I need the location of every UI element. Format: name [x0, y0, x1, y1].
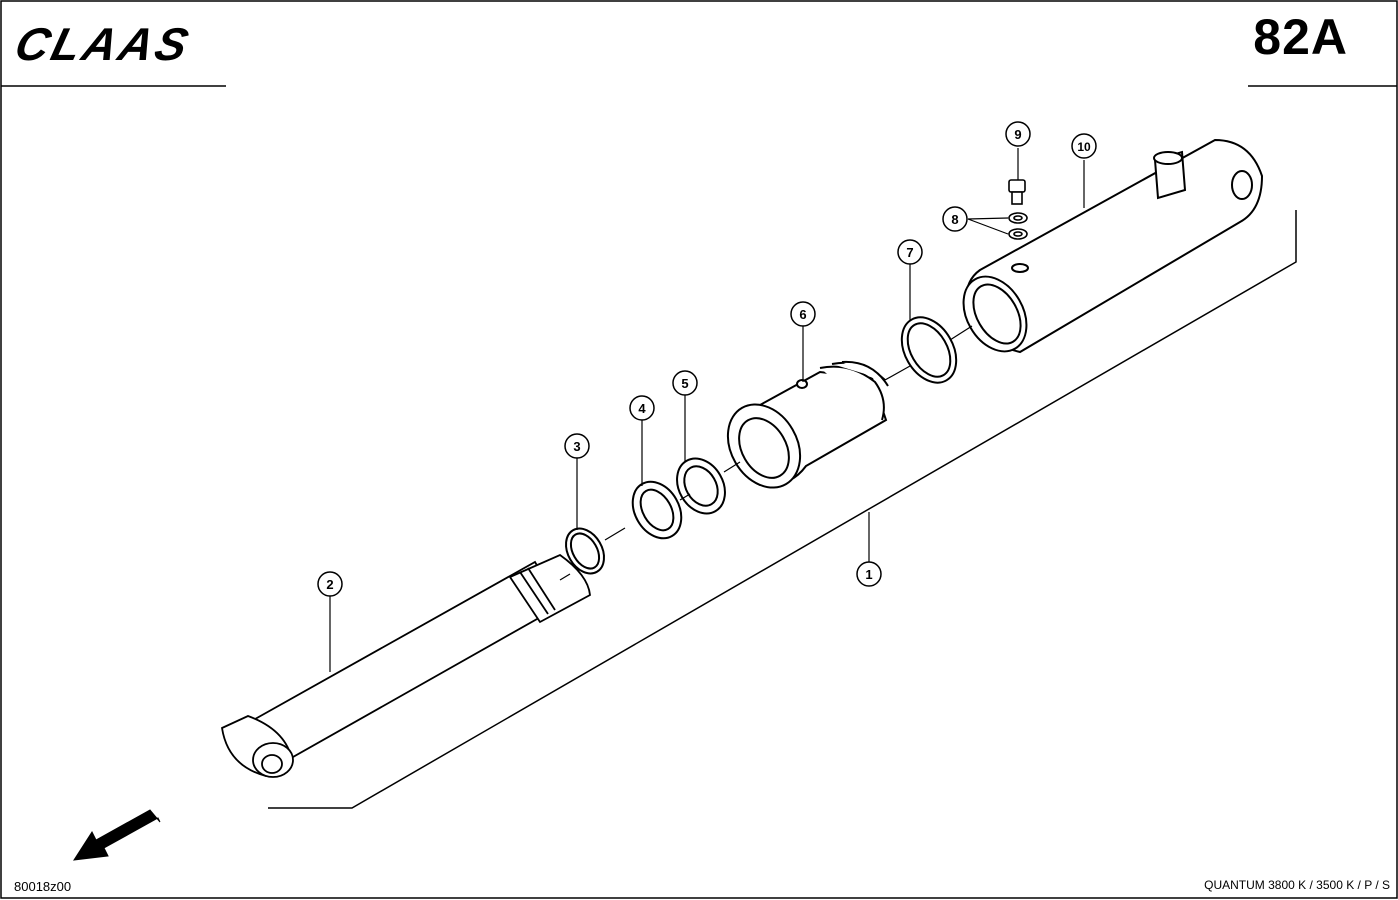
seal-ring-4: [631, 480, 683, 540]
callout-7-label: 7: [906, 245, 913, 260]
callout-9: 9: [1005, 121, 1031, 147]
page-code: 82A: [1253, 9, 1348, 65]
wiper-ring-5: [676, 457, 726, 515]
callout-6: 6: [790, 301, 816, 327]
callout-5: 5: [672, 370, 698, 396]
callout-8: 8: [942, 206, 968, 232]
callout-4: 4: [629, 395, 655, 421]
cylinder-head-6: [726, 360, 889, 489]
direction-arrow-icon: [73, 809, 161, 861]
callout-3: 3: [564, 433, 590, 459]
callout-5-label: 5: [681, 376, 688, 391]
model-label: QUANTUM 3800 K / 3500 K / P / S: [1204, 878, 1390, 892]
brand-logo-text: CLAAS: [10, 19, 196, 70]
callout-10: 10: [1071, 133, 1097, 159]
brand-logo: CLAAS: [10, 19, 196, 70]
callout-4-label: 4: [638, 401, 646, 416]
callout-7: 7: [897, 239, 923, 265]
centerline: [559, 325, 973, 581]
drawing-number: 80018z00: [14, 879, 72, 894]
callout-1-label: 1: [865, 567, 872, 582]
callout-8-label: 8: [951, 212, 958, 227]
callout-9-label: 9: [1014, 127, 1021, 142]
callout-10-label: 10: [1077, 140, 1091, 154]
washers-8-leader-a: [967, 217, 1009, 220]
callout-1: 1: [856, 561, 882, 587]
o-ring-3: [565, 527, 605, 575]
callout-3-label: 3: [573, 439, 580, 454]
cylinder-tube-10: [962, 138, 1264, 354]
washers-8: [1008, 212, 1028, 240]
callout-6-label: 6: [799, 307, 806, 322]
callout-2: 2: [317, 571, 343, 597]
o-ring-7: [900, 316, 958, 384]
assembly-bracket: [268, 210, 1297, 809]
washers-8-leader-b: [967, 218, 1009, 235]
piston-rod: [221, 553, 591, 778]
callout-2-label: 2: [326, 577, 333, 592]
bleed-screw-9: [1008, 179, 1026, 205]
